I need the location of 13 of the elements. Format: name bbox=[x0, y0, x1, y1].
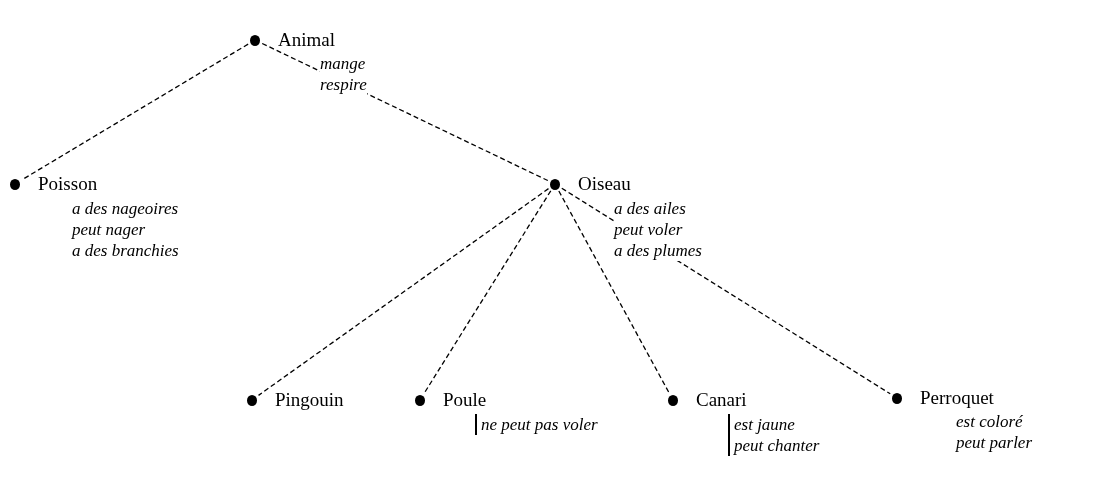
property-list: ne peut pas voler bbox=[475, 414, 598, 435]
connector-line bbox=[558, 190, 670, 394]
property-list: est jaune peut chanter bbox=[728, 414, 820, 456]
concept-label: Poule bbox=[443, 389, 487, 411]
concept-label: Animal bbox=[278, 29, 335, 51]
connector-line bbox=[257, 188, 550, 396]
connector-line bbox=[21, 43, 249, 181]
concept-label: Poisson bbox=[38, 173, 98, 195]
concept-label: Oiseau bbox=[578, 173, 631, 195]
concept-label: Perroquet bbox=[920, 387, 994, 409]
connector-line bbox=[423, 190, 552, 394]
concept-label: Canari bbox=[696, 389, 747, 411]
concept-label: Pingouin bbox=[275, 389, 344, 411]
